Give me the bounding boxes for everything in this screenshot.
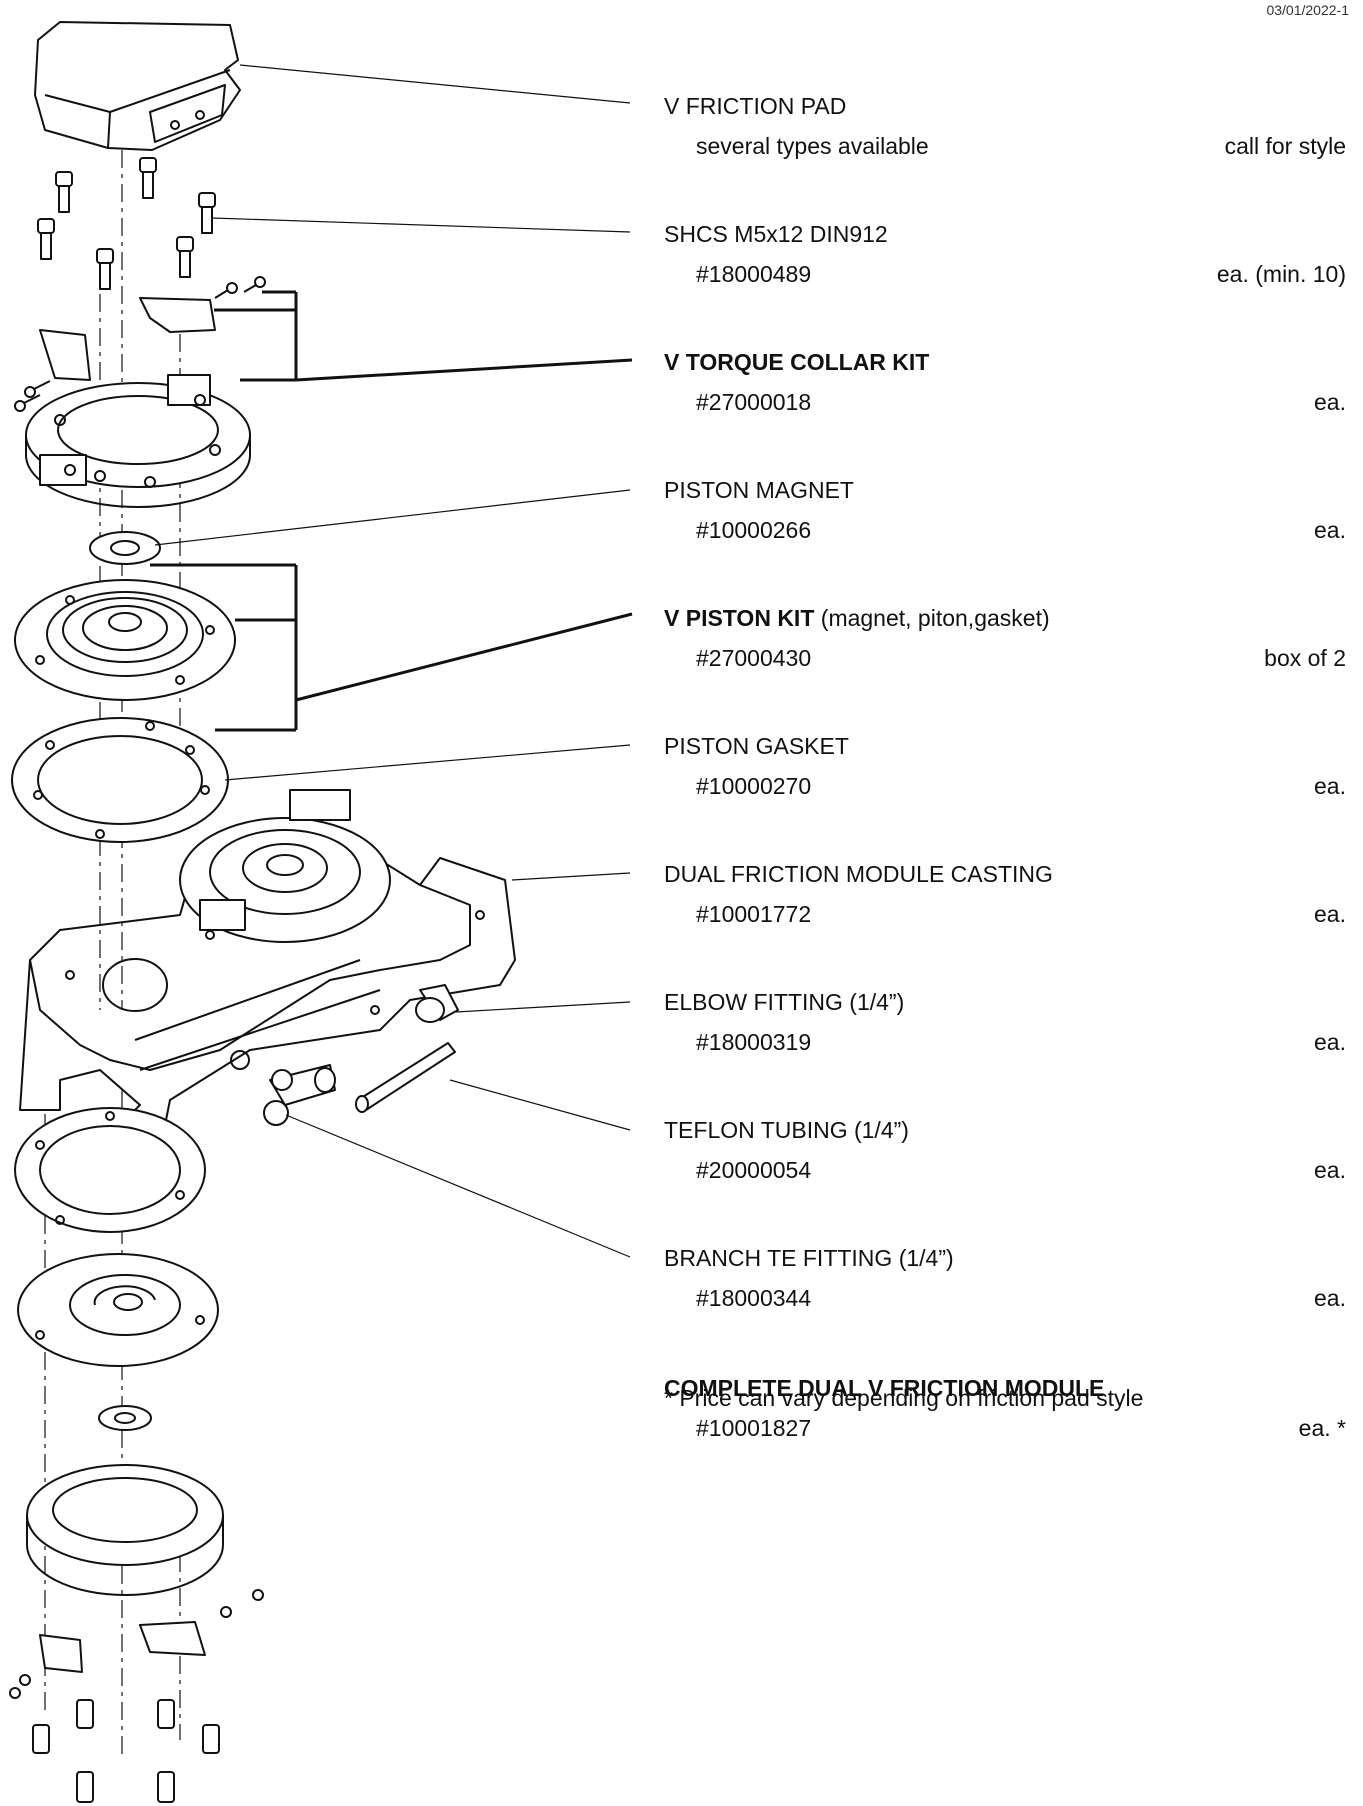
part-quantity: ea.	[1314, 773, 1346, 799]
price-footnote: * Price can vary depending on friction p…	[664, 1385, 1144, 1411]
part-name-text: SHCS M5x12 DIN912	[664, 221, 888, 247]
part-name: V PISTON KIT (magnet, piton,gasket)	[664, 604, 1346, 632]
part-number: #10001772	[696, 901, 812, 927]
part-name: BRANCH TE FITTING (1/4”)	[664, 1244, 1346, 1272]
piston-gasket-icon	[11, 717, 229, 843]
part-number: #10000270	[696, 773, 812, 799]
part-row: #10000266 ea.	[664, 516, 1346, 544]
part-name-text: PISTON MAGNET	[664, 477, 854, 503]
part-row: #18000319 ea.	[664, 1028, 1346, 1056]
elbow-fitting-icon	[415, 984, 459, 1023]
part-note: (magnet, piton,gasket)	[814, 605, 1050, 631]
part-name: SHCS M5x12 DIN912	[664, 220, 1346, 248]
part-entry: DUAL FRICTION MODULE CASTING #10001772 ea.	[664, 860, 1346, 928]
part-row: #27000018 ea.	[664, 388, 1346, 416]
part-row: #18000489 ea. (min. 10)	[664, 260, 1346, 288]
part-entry: V FRICTION PAD several types available cal…	[664, 92, 1346, 160]
piston-magnet-icon	[89, 531, 161, 565]
part-row: #20000054 ea.	[664, 1156, 1346, 1184]
teflon-tubing-icon	[355, 1042, 456, 1113]
part-name-text: V PISTON KIT	[664, 605, 815, 631]
leader-lines	[154, 64, 631, 1258]
document-date: 03/01/2022-1	[1266, 2, 1349, 18]
lower-gasket-icon	[14, 1107, 206, 1233]
part-entry: PISTON GASKET #10000270 ea.	[664, 732, 1346, 800]
lower-piston-icon	[17, 1253, 219, 1367]
part-name: V TORQUE COLLAR KIT	[664, 348, 1346, 376]
part-quantity: ea.	[1314, 901, 1346, 927]
part-row: #18000344 ea.	[664, 1284, 1346, 1312]
bottom-screw-icon	[32, 1699, 220, 1803]
part-entry: ELBOW FITTING (1/4”) #18000319 ea.	[664, 988, 1346, 1056]
part-number: #10000266	[696, 517, 812, 543]
part-number: #27000018	[696, 389, 812, 415]
part-name-text: COMPLETE DUAL V FRICTION MODULE	[664, 1375, 1105, 1401]
part-name-text: DUAL FRICTION MODULE CASTING	[664, 861, 1053, 887]
part-quantity: ea.	[1314, 389, 1346, 415]
part-number: #20000054	[696, 1157, 812, 1183]
torque-collar-icon	[14, 276, 266, 508]
part-name: PISTON GASKET	[664, 732, 1346, 760]
friction-pad-icon	[34, 21, 241, 151]
part-quantity: ea.	[1314, 517, 1346, 543]
part-row: #10001827 ea. *	[664, 1414, 1346, 1442]
part-name-text: ELBOW FITTING (1/4”)	[664, 989, 905, 1015]
part-row: #10001772 ea.	[664, 900, 1346, 928]
part-name: TEFLON TUBING (1/4”)	[664, 1116, 1346, 1144]
part-name-text: V FRICTION PAD	[664, 93, 847, 119]
part-row: several types available call for style	[664, 132, 1346, 160]
part-name-text: BRANCH TE FITTING (1/4”)	[664, 1245, 954, 1271]
part-number: #10001827	[696, 1415, 812, 1441]
part-number: #18000489	[696, 261, 812, 287]
lower-magnet-icon	[98, 1405, 152, 1431]
lower-collar-icon	[9, 1464, 264, 1699]
part-entry: TEFLON TUBING (1/4”) #20000054 ea.	[664, 1116, 1346, 1184]
part-row: #27000430 box of 2	[664, 644, 1346, 672]
part-quantity: ea. *	[1298, 1415, 1346, 1441]
screw-icon	[37, 157, 216, 290]
part-number: #18000344	[696, 1285, 812, 1311]
part-number: #27000430	[696, 645, 812, 671]
part-name-text: V TORQUE COLLAR KIT	[664, 349, 930, 375]
part-quantity: call for style	[1224, 133, 1346, 159]
part-name: COMPLETE DUAL V FRICTION MODULE	[664, 1374, 1346, 1402]
part-name-text: PISTON GASKET	[664, 733, 849, 759]
piston-icon	[14, 579, 236, 701]
part-number: #18000319	[696, 1029, 812, 1055]
part-row: #10000270 ea.	[664, 772, 1346, 800]
part-quantity: ea.	[1314, 1285, 1346, 1311]
module-casting-icon	[19, 789, 516, 1176]
part-number: several types available	[696, 133, 929, 159]
part-name: V FRICTION PAD	[664, 92, 1346, 120]
part-quantity: box of 2	[1264, 645, 1346, 671]
part-entry: SHCS M5x12 DIN912 #18000489 ea. (min. 10)	[664, 220, 1346, 288]
part-entry: BRANCH TE FITTING (1/4”) #18000344 ea.	[664, 1244, 1346, 1312]
branch-tee-fitting-icon	[263, 1064, 336, 1126]
part-quantity: ea.	[1314, 1029, 1346, 1055]
part-name: DUAL FRICTION MODULE CASTING	[664, 860, 1346, 888]
part-name: PISTON MAGNET	[664, 476, 1346, 504]
part-name: ELBOW FITTING (1/4”)	[664, 988, 1346, 1016]
part-entry: V PISTON KIT (magnet, piton,gasket)#2700…	[664, 604, 1346, 672]
part-entry: COMPLETE DUAL V FRICTION MODULE #10001827…	[664, 1374, 1346, 1442]
kit-brackets	[150, 290, 633, 732]
part-quantity: ea.	[1314, 1157, 1346, 1183]
part-quantity: ea. (min. 10)	[1216, 261, 1346, 287]
part-entry: PISTON MAGNET #10000266 ea.	[664, 476, 1346, 544]
part-entry: V TORQUE COLLAR KIT #27000018 ea.	[664, 348, 1346, 416]
part-name-text: TEFLON TUBING (1/4”)	[664, 1117, 909, 1143]
